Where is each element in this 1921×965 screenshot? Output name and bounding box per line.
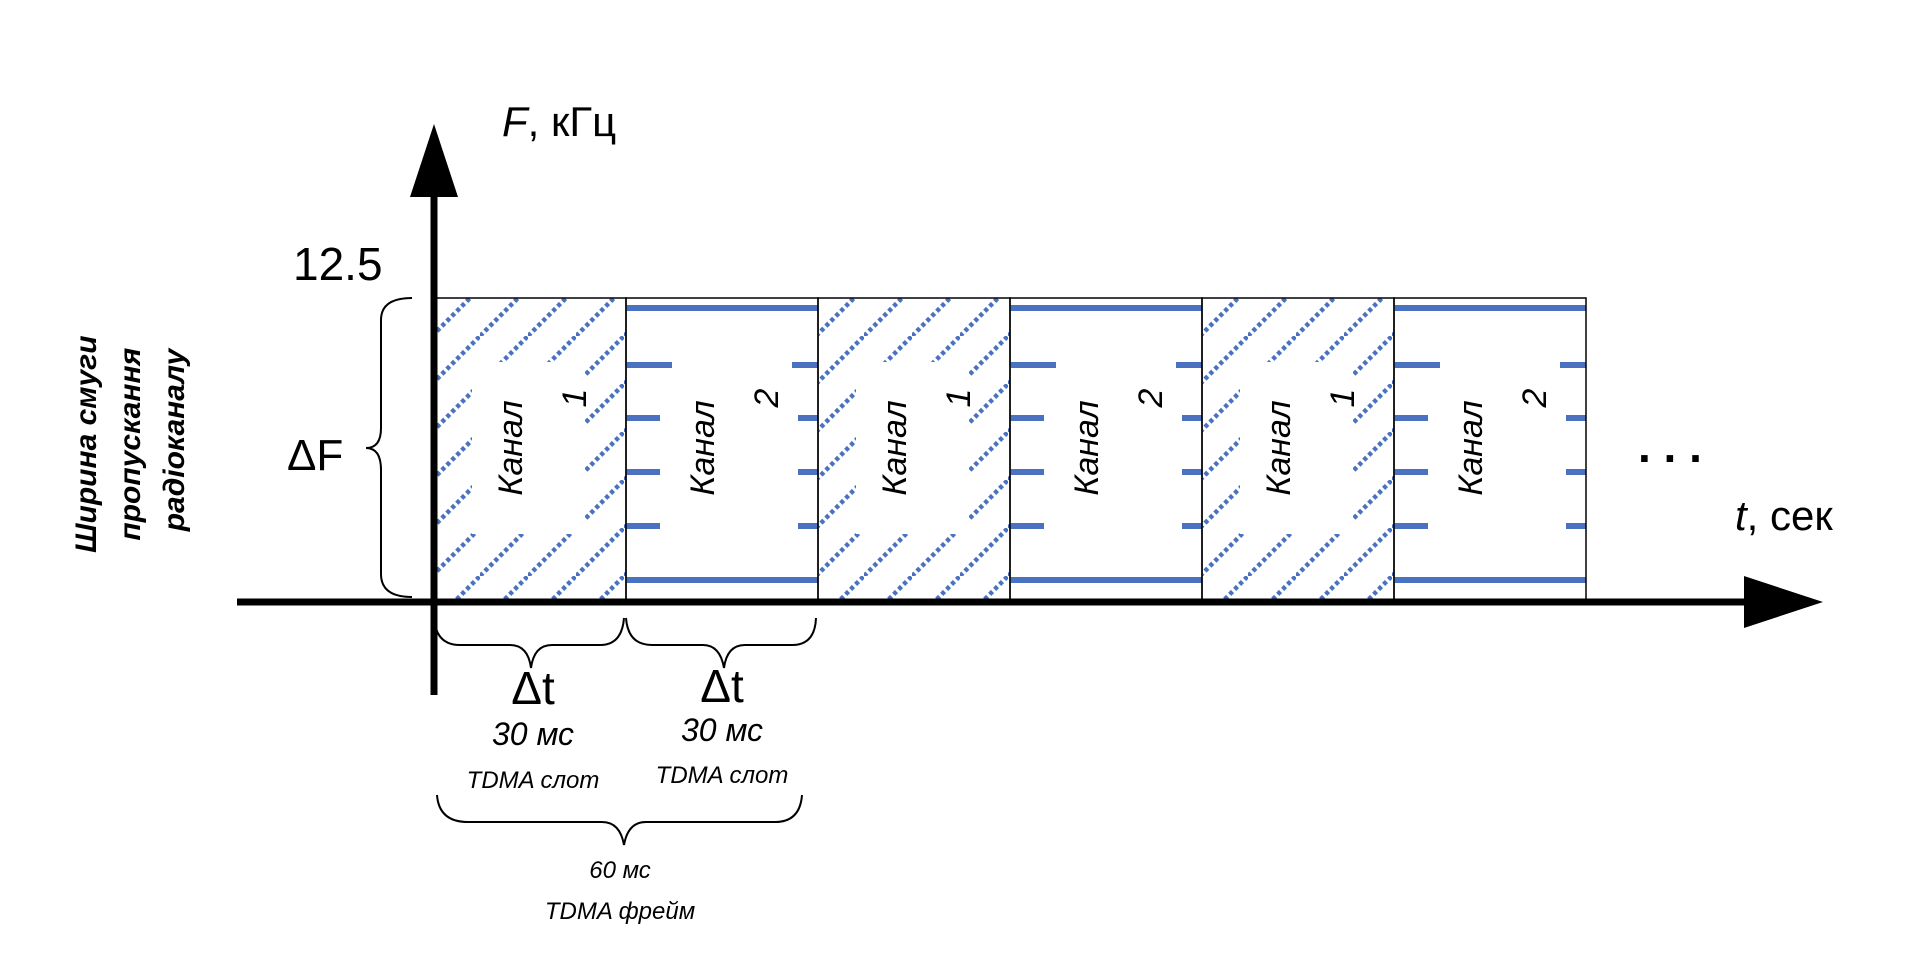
channel-word: Канал — [492, 400, 530, 495]
slot-1-name: TDMA слот — [467, 767, 600, 794]
channel-label: Канал 1 — [492, 389, 594, 496]
channel-slot: Канал 2 — [1393, 297, 1587, 601]
delta-f-label: ΔF — [287, 431, 343, 480]
slot-2-duration: 30 мс — [681, 712, 763, 748]
y-axis-var: F — [502, 98, 530, 145]
x-axis-title: t, сек — [1735, 492, 1833, 539]
label-backdrop — [1240, 362, 1353, 534]
channel-label: Канал 2 — [1452, 388, 1554, 495]
channel-slot: Канал 1 — [817, 297, 1011, 601]
svg-text:Ширина смуги пропускання: Ширина смуги пропускання радіоканалу — [70, 327, 191, 553]
frame-label: 60 мс TDMA фрейм — [545, 857, 695, 925]
x-axis-arrow-icon — [1744, 576, 1823, 628]
label-backdrop — [472, 362, 585, 534]
label-backdrop — [856, 362, 969, 534]
y-axis-arrow-icon — [410, 124, 458, 197]
channel-slot: Канал 1 — [1201, 297, 1395, 601]
channel-number: 2 — [1132, 388, 1170, 408]
slot-1-duration: 30 мс — [492, 716, 574, 752]
continuation-dots: . . . — [1638, 420, 1702, 472]
slot-label-2: Δt 30 мс TDMA слот — [656, 660, 789, 789]
slot-border — [1009, 297, 1203, 601]
channel-word: Канал — [1260, 400, 1298, 495]
frame-name: TDMA фрейм — [545, 898, 695, 925]
channel-slot: Канал 2 — [625, 297, 819, 601]
slot-border — [1393, 297, 1587, 601]
x-axis-unit: , сек — [1747, 492, 1834, 539]
x-axis-var: t — [1735, 492, 1749, 539]
y-axis-max-label: 12.5 — [293, 238, 383, 290]
slot-1-delta-t: Δt — [511, 662, 555, 714]
channel-word: Канал — [876, 400, 914, 495]
channel-number: 1 — [1324, 389, 1362, 408]
side-label-line-3: радіоканалу — [158, 347, 191, 532]
frame-duration: 60 мс — [589, 857, 651, 884]
slot-1-brace — [433, 617, 625, 669]
slot-label-1: Δt 30 мс TDMA слот — [467, 662, 600, 794]
channel-word: Канал — [684, 400, 722, 495]
delta-f-brace — [365, 297, 413, 598]
channel-number: 1 — [556, 389, 594, 408]
slot-2-delta-t: Δt — [700, 660, 744, 712]
channel-label: Канал 2 — [684, 388, 786, 495]
slot-border — [625, 297, 819, 601]
channel-word: Канал — [1068, 400, 1106, 495]
channel-slot: Канал 1 — [433, 297, 627, 601]
channel-label: Канал 2 — [1068, 388, 1170, 495]
channel-number: 2 — [748, 388, 786, 408]
side-label-line-2: пропускання — [114, 347, 147, 540]
side-label: Ширина смуги пропускання радіоканалу — [70, 327, 191, 553]
channel-number: 2 — [1516, 388, 1554, 408]
channel-number: 1 — [940, 389, 978, 408]
channel-label: Канал 1 — [1260, 389, 1362, 496]
channel-slot: Канал 2 — [1009, 297, 1203, 601]
y-axis-unit: , кГц — [528, 98, 617, 145]
channel-label: Канал 1 — [876, 389, 978, 496]
side-label-line-1: Ширина смуги — [70, 335, 103, 552]
slot-2-name: TDMA слот — [656, 762, 789, 789]
frame-brace — [436, 794, 803, 846]
slot-2-brace — [625, 617, 817, 669]
x-axis — [237, 576, 1823, 628]
y-axis-title: F, кГц — [502, 98, 616, 145]
y-axis — [410, 124, 458, 695]
channel-word: Канал — [1452, 400, 1490, 495]
